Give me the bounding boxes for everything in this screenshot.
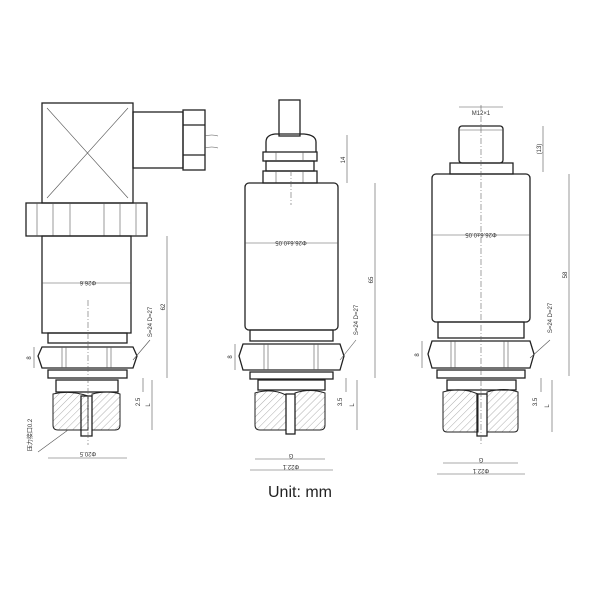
- sensor-drawing-m12-connector: M12×1 (13) Φ26.6±0.05 58 S=24 D=27 8 3.5…: [415, 105, 570, 475]
- body-diameter-label: Φ26.6±0.05: [465, 231, 497, 237]
- length-label: 65: [369, 276, 375, 283]
- connector-thread-label: M12×1: [472, 111, 491, 117]
- thread-length-label: L: [545, 404, 551, 408]
- bottom-diameter-label: Φ20.5: [79, 450, 96, 456]
- hex-height-label: 8: [27, 356, 33, 360]
- thread-length-label: L: [146, 403, 152, 407]
- thread-step-label: 2.5: [136, 397, 142, 406]
- body-diameter-label: Φ26.6±0.05: [275, 239, 307, 245]
- port-note-label: 压力接口0.2: [26, 418, 34, 451]
- bottom-diameter-label: Φ22.1: [282, 463, 299, 469]
- unit-caption: Unit: mm: [268, 484, 332, 501]
- thread-label: G: [478, 456, 483, 462]
- thread-step-label: 3.5: [338, 397, 344, 406]
- hex-label: S=24 D=27: [148, 306, 154, 337]
- connector-height-label: (13): [537, 144, 543, 155]
- hex-height-label: 8: [228, 355, 234, 359]
- hex-label: S=24 D=27: [354, 304, 360, 335]
- sensor-drawing-cable-gland: Φ26.6±0.05 14 65 S=24 D=27 8 3.5 L G Φ22…: [228, 99, 376, 471]
- bottom-diameter-label: Φ22.1: [472, 467, 489, 473]
- hex-label: S=24 D=27: [548, 302, 554, 333]
- body-diameter-label: Φ26.6: [79, 279, 96, 285]
- thread-label: G: [288, 452, 293, 458]
- length-label: 62: [161, 303, 167, 310]
- thread-length-label: L: [350, 403, 356, 407]
- length-label: 58: [563, 271, 569, 278]
- hex-height-label: 8: [415, 353, 421, 357]
- thread-step-label: 3.5: [533, 397, 539, 406]
- sensor-drawing-din-connector: Φ26.6 62 S=24 D=27 8 2.5 L 压力接口0.2 Φ20.5: [25, 102, 219, 459]
- gland-height-label: 14: [341, 156, 347, 163]
